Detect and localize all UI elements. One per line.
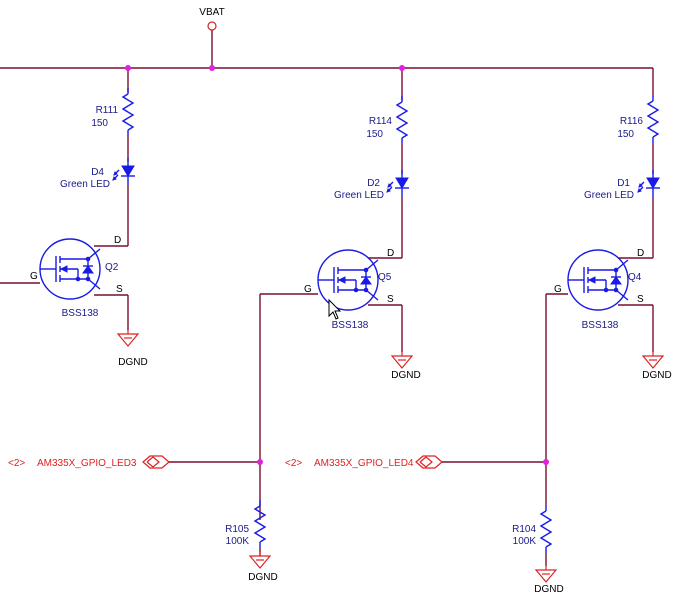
- port-led3-sheet-ref: <2>: [8, 458, 25, 469]
- ground-symbol: [391, 351, 413, 369]
- junction-dot: [209, 65, 215, 71]
- led-d1-symbol: [637, 169, 661, 199]
- led-d2-symbol: [386, 169, 410, 199]
- r114-value: 150: [366, 129, 383, 140]
- mouse-cursor-icon: [328, 298, 342, 320]
- q2-gate-pin: G: [30, 271, 38, 282]
- junction-dot: [125, 65, 131, 71]
- port-led4-sheet-ref: <2>: [285, 458, 302, 469]
- q4-drain-pin: D: [637, 248, 644, 259]
- r114-ref: R114: [369, 116, 393, 127]
- junctions: [125, 65, 549, 465]
- q5-part: BSS138: [332, 320, 369, 331]
- resistor-r114-symbol: [396, 95, 408, 145]
- dgnd-label-3: DGND: [642, 370, 671, 381]
- dgnd-label-5: DGND: [534, 584, 563, 595]
- dgnd-label-4: DGND: [248, 572, 277, 583]
- dgnd-label-2: DGND: [391, 370, 420, 381]
- vbat-label: VBAT: [199, 7, 224, 18]
- d1-value: Green LED: [584, 190, 634, 201]
- channel-2: [259, 68, 413, 520]
- q5-gate-pin: G: [304, 284, 312, 295]
- channel-1: [0, 68, 139, 347]
- led-d4-symbol: [112, 157, 136, 187]
- q2-source-pin: S: [116, 284, 123, 295]
- vbat-rail: [0, 21, 654, 95]
- r116-ref: R116: [620, 116, 644, 127]
- r111-ref: R111: [96, 105, 119, 116]
- vbat-port-symbol: [207, 21, 217, 31]
- d4-ref: D4: [91, 167, 104, 178]
- r116-value: 150: [617, 129, 634, 140]
- port-arrow-led3: [142, 455, 170, 469]
- q4-ref: Q4: [628, 272, 642, 283]
- r111-value: 150: [91, 118, 108, 129]
- q2-ref: Q2: [105, 262, 119, 273]
- d4-value: Green LED: [60, 179, 110, 190]
- d1-ref: D1: [617, 178, 630, 189]
- resistor-r111-symbol: [122, 87, 134, 137]
- resistor-r104-symbol: [540, 504, 552, 554]
- r104-ref: R104: [512, 524, 536, 535]
- fet-q5-symbol: [317, 249, 379, 311]
- r105-value: 100K: [226, 536, 250, 547]
- junction-dot: [257, 459, 263, 465]
- gpio-led3-net: [142, 455, 271, 569]
- port-led3-net[interactable]: AM335X_GPIO_LED3: [37, 458, 137, 469]
- junction-dot: [399, 65, 405, 71]
- resistor-r116-symbol: [647, 94, 659, 144]
- r104-value: 100K: [513, 536, 537, 547]
- q2-part: BSS138: [62, 308, 99, 319]
- ground-symbol: [249, 551, 271, 569]
- fet-q2-symbol: [39, 238, 101, 300]
- q4-gate-pin: G: [554, 284, 562, 295]
- junction-dot: [543, 459, 549, 465]
- port-led4-net[interactable]: AM335X_GPIO_LED4: [314, 458, 414, 469]
- d2-ref: D2: [367, 178, 380, 189]
- fet-q4-symbol: [567, 249, 629, 311]
- channel-3: [545, 94, 664, 505]
- r105-ref: R105: [225, 524, 249, 535]
- q4-part: BSS138: [582, 320, 619, 331]
- q4-source-pin: S: [637, 294, 644, 305]
- q5-drain-pin: D: [387, 248, 394, 259]
- d2-value: Green LED: [334, 190, 384, 201]
- ground-symbol: [535, 565, 557, 583]
- q5-ref: Q5: [378, 272, 392, 283]
- q5-source-pin: S: [387, 294, 394, 305]
- ground-symbol: [642, 351, 664, 369]
- q2-drain-pin: D: [114, 235, 121, 246]
- port-arrow-led4: [415, 455, 443, 469]
- dgnd-label-1: DGND: [118, 357, 147, 368]
- ground-symbol: [117, 329, 139, 347]
- gpio-led4-net: [415, 455, 557, 583]
